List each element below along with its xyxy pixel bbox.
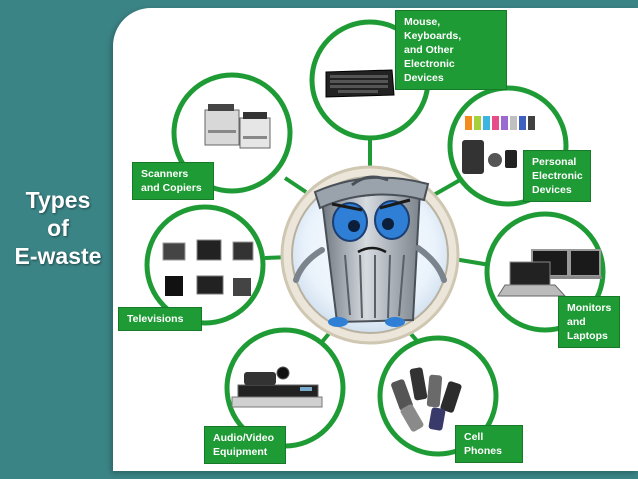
- personal-electronics-icon: [462, 116, 535, 174]
- label-monitors-laptops: Monitors and Laptops: [558, 296, 620, 348]
- label-televisions: Televisions: [118, 307, 202, 331]
- sad-trash-can-icon: [293, 175, 447, 327]
- label-input-devices: Mouse, Keyboards, and Other Electronic D…: [395, 10, 507, 90]
- circle-televisions: [144, 204, 266, 326]
- audio-video-icon: [231, 366, 323, 408]
- connector-scanners-copiers: [283, 176, 308, 194]
- cell-phones-icon: [391, 367, 462, 432]
- label-cell-phones: Cell Phones: [455, 425, 523, 463]
- copier-icon: [204, 104, 271, 149]
- title-line-1: Types: [25, 187, 91, 213]
- monitor-laptop-icon: [497, 249, 602, 297]
- label-scanners-copiers: Scanners and Copiers: [132, 162, 214, 200]
- title-line-2: of: [47, 215, 69, 241]
- label-personal-electronics: Personal Electronic Devices: [523, 150, 591, 202]
- televisions-icon: [162, 239, 254, 296]
- title-line-3: E-waste: [14, 243, 102, 269]
- label-audio-video: Audio/Video Equipment: [204, 426, 286, 464]
- page-title: Types of E-waste: [6, 186, 110, 270]
